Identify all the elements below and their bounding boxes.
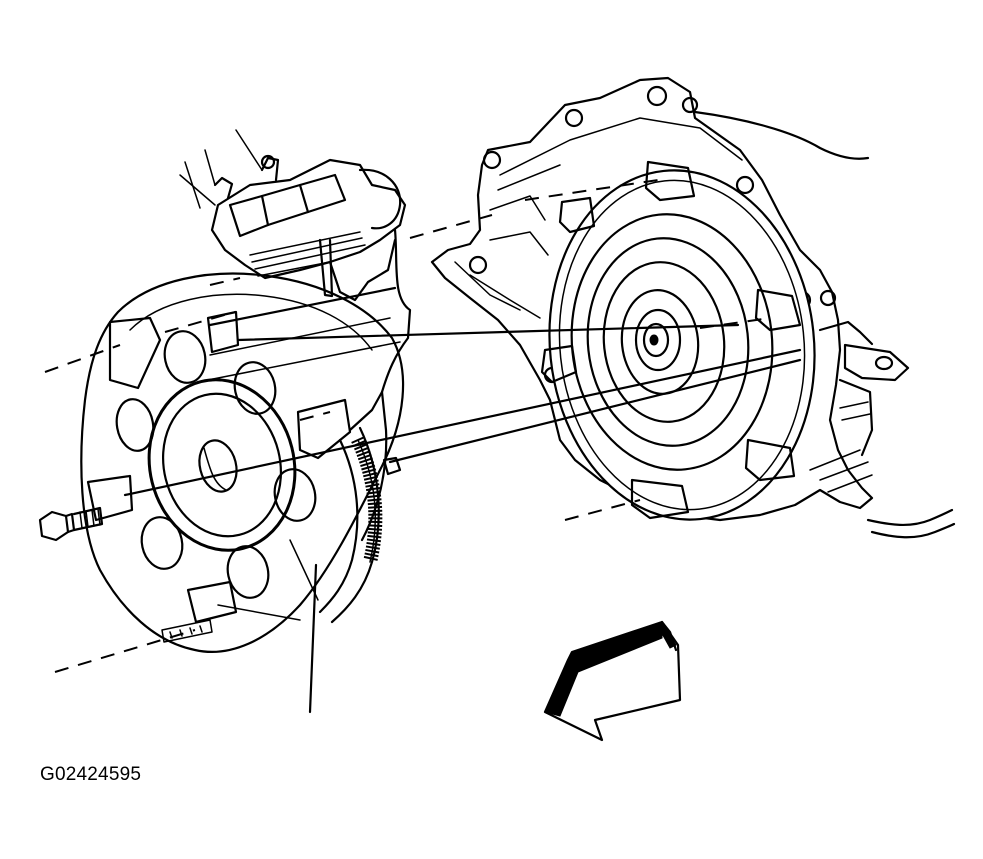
gear-tooth — [366, 546, 380, 548]
gear-tooth — [362, 469, 376, 473]
gear-tooth — [363, 473, 377, 476]
gear-tooth — [366, 488, 380, 490]
engine-block-icon — [180, 130, 410, 540]
gear-tooth — [357, 451, 370, 456]
gear-tooth — [367, 539, 381, 541]
gear-tooth — [365, 480, 379, 483]
figure-id-label: G02424595 — [40, 764, 142, 785]
gear-tooth — [365, 553, 379, 556]
gear-tooth — [356, 448, 369, 453]
gear-tooth — [367, 543, 381, 545]
gear-tooth — [368, 532, 382, 533]
flywheel-bolt-icon — [40, 508, 102, 540]
gear-tooth — [367, 496, 381, 498]
gear-tooth — [368, 529, 382, 530]
transmission-housing-icon — [432, 78, 954, 537]
gear-tooth — [367, 536, 381, 537]
gear-tooth — [352, 437, 365, 443]
gear-tooth — [359, 458, 372, 462]
gear-tooth — [366, 484, 380, 486]
alignment-lines — [45, 180, 800, 712]
gear-tooth — [368, 503, 382, 504]
gear-tooth — [364, 477, 378, 480]
gear-tooth — [358, 455, 371, 460]
gear-tooth — [368, 499, 382, 500]
gear-tooth — [364, 557, 378, 560]
gear-tooth — [368, 507, 382, 508]
gear-tooth — [367, 492, 381, 494]
gear-tooth — [361, 466, 374, 470]
gear-tooth — [365, 550, 379, 553]
gear-tooth — [360, 462, 373, 466]
torque-converter-icon — [532, 157, 831, 533]
gear-tooth — [354, 444, 367, 449]
starter-ring-gear-icon — [320, 428, 382, 622]
flywheel-icon — [81, 274, 403, 652]
gear-tooth — [368, 525, 382, 526]
front-direction-arrow-icon — [545, 622, 680, 740]
